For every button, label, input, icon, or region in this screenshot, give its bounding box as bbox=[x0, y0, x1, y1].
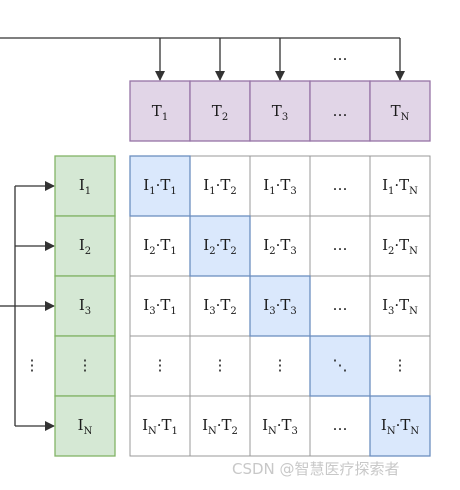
matrix-cell-diagonal bbox=[369, 395, 431, 457]
matrix-cell-label: IN·T1 bbox=[142, 416, 178, 437]
matrix-cell-label: I1·T2 bbox=[203, 176, 236, 197]
diagonal-highlight bbox=[369, 395, 431, 457]
matrix-cell-label: … bbox=[333, 236, 348, 254]
matrix-cell bbox=[129, 335, 191, 397]
left-ellipsis: ⋮ bbox=[25, 356, 40, 374]
matrix-cell bbox=[249, 335, 311, 397]
text-feature-label: TN bbox=[391, 102, 410, 123]
matrix-cell-label: I1·T1 bbox=[143, 176, 176, 197]
connector-lines bbox=[0, 37, 405, 431]
image-feature-label: I1 bbox=[79, 176, 91, 197]
matrix-cell-label: IN·T3 bbox=[262, 416, 298, 437]
matrix-cell-diagonal bbox=[189, 215, 251, 277]
image-feature-label: IN bbox=[78, 416, 93, 437]
matrix-cell-diagonal bbox=[129, 155, 191, 217]
image-feature-box bbox=[54, 275, 116, 337]
matrix-cell bbox=[309, 215, 371, 277]
matrix-cell-label: ⋮ bbox=[273, 356, 288, 374]
similarity-matrix: I1·T1 I1·T2 I1·T3 … I1·TN I2·T1 I2·T2 I2·T3 … I2·… bbox=[129, 155, 431, 457]
matrix-cell-label: I3·T2 bbox=[203, 296, 236, 317]
matrix-cell bbox=[129, 275, 191, 337]
matrix-cell bbox=[129, 395, 191, 457]
ellipsis-labels: …⋮ bbox=[25, 46, 348, 374]
matrix-cell-label: ⋮ bbox=[153, 356, 168, 374]
matrix-cell bbox=[129, 215, 191, 277]
top-ellipsis: … bbox=[333, 46, 348, 64]
image-feature-box bbox=[54, 335, 116, 397]
text-feature-label: T3 bbox=[272, 102, 288, 123]
text-feature-box bbox=[189, 80, 251, 142]
matrix-cell-label: I3·T3 bbox=[263, 296, 296, 317]
matrix-cell-label: I2·TN bbox=[382, 236, 418, 257]
matrix-cell-label: I3·T1 bbox=[143, 296, 176, 317]
matrix-cell-diagonal bbox=[249, 275, 311, 337]
image-feature-label: I3 bbox=[79, 296, 91, 317]
text-feature-label: T1 bbox=[152, 102, 168, 123]
matrix-cell-label: ⋱ bbox=[333, 356, 348, 374]
diagonal-highlight bbox=[189, 215, 251, 277]
image-feature-label: ⋮ bbox=[78, 356, 93, 374]
matrix-cell-label: IN·TN bbox=[381, 416, 419, 437]
text-feature-label: … bbox=[333, 102, 348, 120]
diagonal-highlight bbox=[249, 275, 311, 337]
matrix-cell-label: ⋮ bbox=[393, 356, 408, 374]
matrix-cell-label: IN·T2 bbox=[202, 416, 238, 437]
matrix-cell-label: I3·TN bbox=[382, 296, 418, 317]
matrix-cell-label: I1·TN bbox=[382, 176, 418, 197]
text-feature-row: T1 T2 T3 … TN bbox=[129, 80, 431, 142]
matrix-cell bbox=[189, 395, 251, 457]
diagonal-highlight bbox=[309, 335, 371, 397]
matrix-cell-label: I1·T3 bbox=[263, 176, 296, 197]
text-feature-box bbox=[369, 80, 431, 142]
text-feature-box bbox=[309, 80, 371, 142]
text-feature-box bbox=[129, 80, 191, 142]
image-feature-label: I2 bbox=[79, 236, 91, 257]
matrix-cell-label: ⋮ bbox=[213, 356, 228, 374]
image-feature-box bbox=[54, 395, 116, 457]
matrix-cell-label: I2·T1 bbox=[143, 236, 176, 257]
image-feature-box bbox=[54, 155, 116, 217]
diagonal-highlight bbox=[129, 155, 191, 217]
text-feature-label: T2 bbox=[212, 102, 228, 123]
matrix-cell-label: I2·T3 bbox=[263, 236, 296, 257]
matrix-cell-label: … bbox=[333, 296, 348, 314]
matrix-cell-label: I2·T2 bbox=[203, 236, 236, 257]
watermark: CSDN @智慧医疗探索者 bbox=[232, 460, 400, 478]
matrix-cell bbox=[369, 275, 431, 337]
matrix-cell-label: … bbox=[333, 176, 348, 194]
matrix-cell-label: … bbox=[333, 416, 348, 434]
matrix-cell bbox=[369, 155, 431, 217]
